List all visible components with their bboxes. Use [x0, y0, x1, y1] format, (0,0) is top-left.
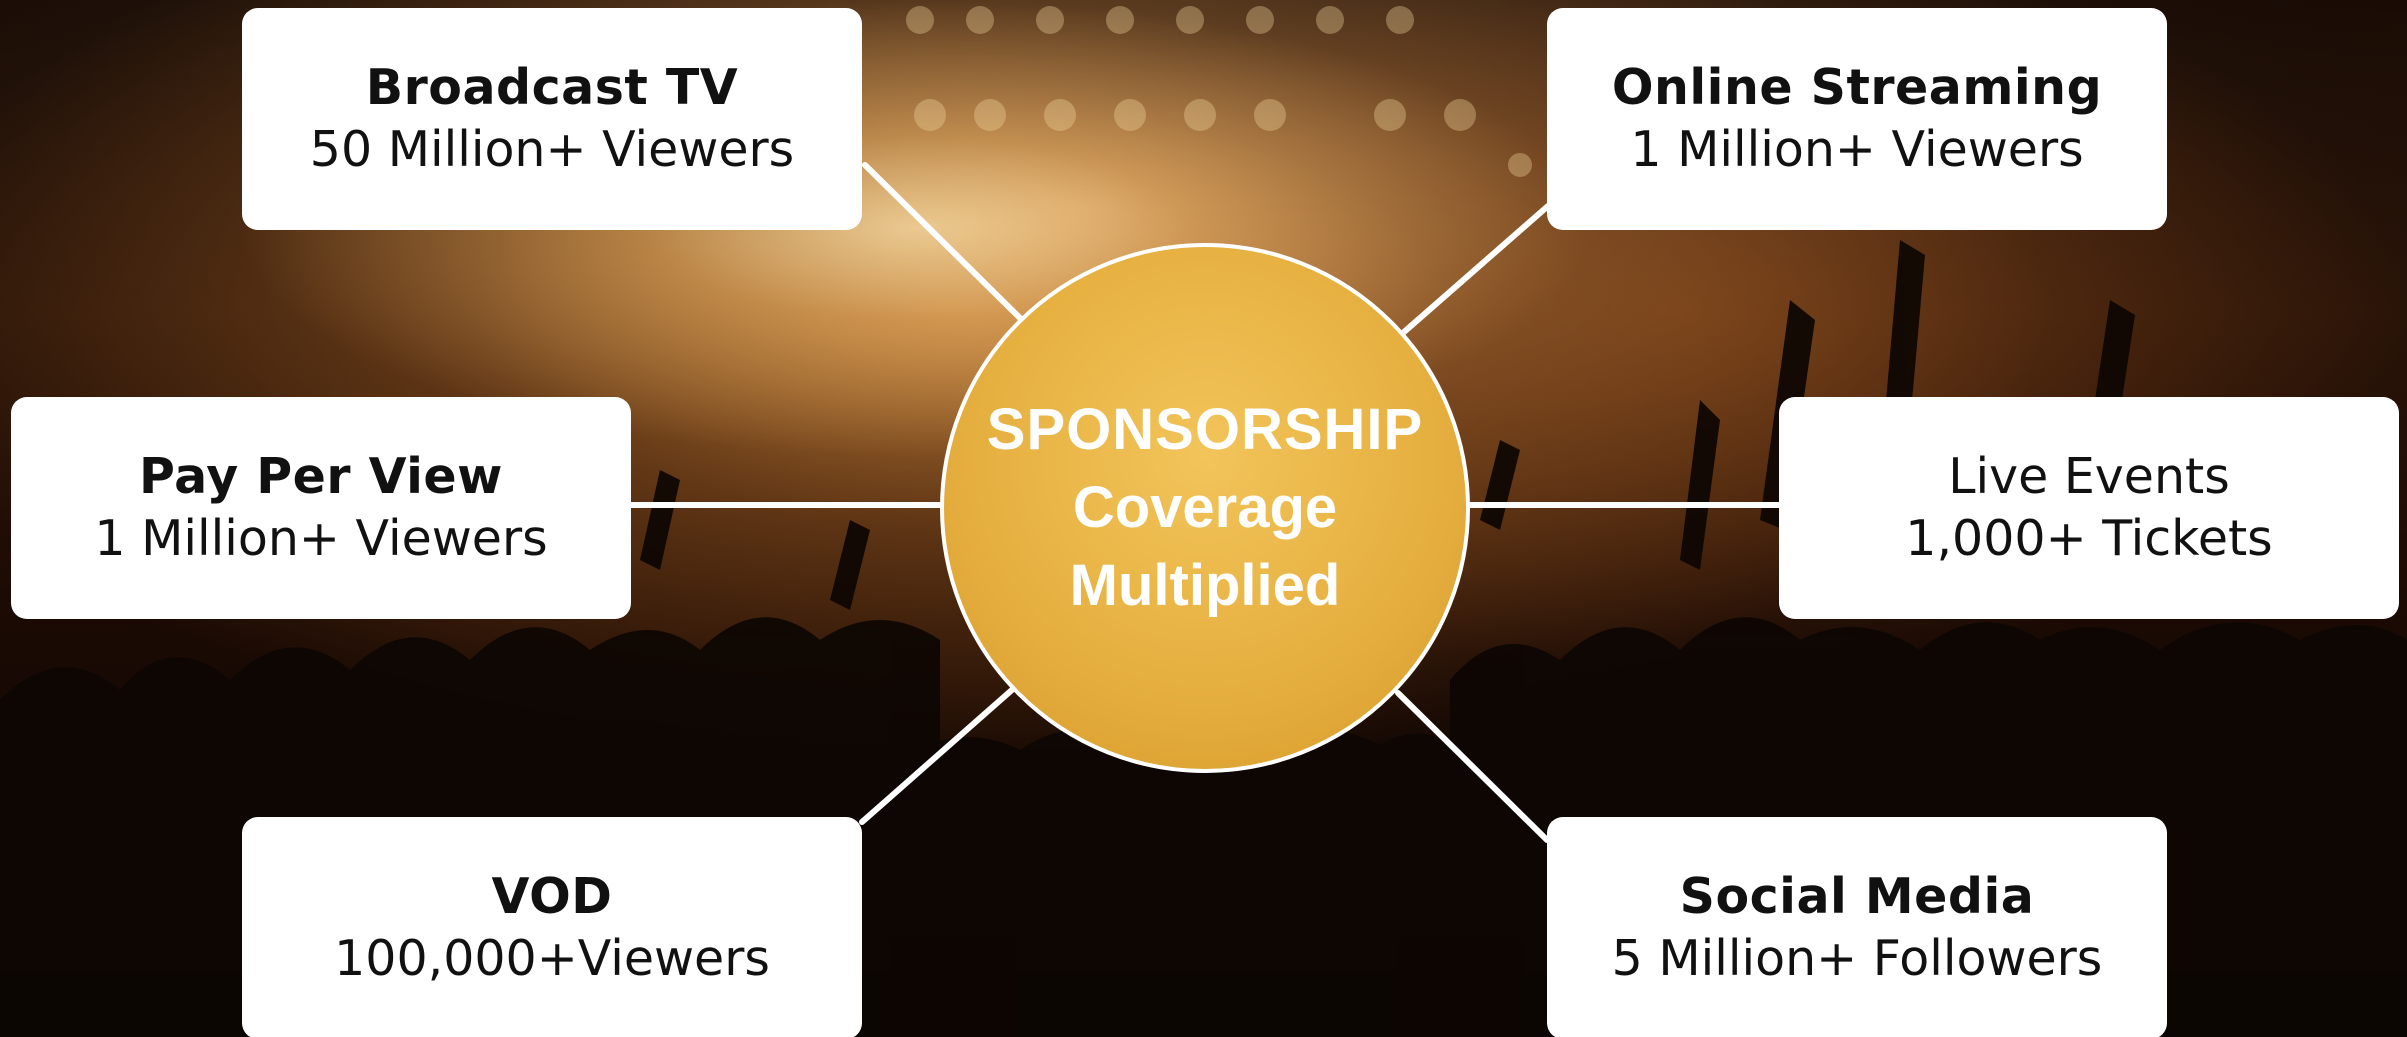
- hub-line-3: Multiplied: [1069, 553, 1341, 618]
- node-title: Broadcast TV: [365, 59, 739, 116]
- node-title: VOD: [491, 868, 613, 925]
- node-vod: VOD 100,000+Viewers: [242, 817, 862, 1037]
- node-pay-per-view: Pay Per View 1 Million+ Viewers: [11, 397, 631, 619]
- hub-line-2: Coverage: [1072, 475, 1338, 540]
- node-live-events: Live Events 1,000+ Tickets: [1779, 397, 2399, 619]
- node-title: Social Media: [1679, 868, 2035, 925]
- node-broadcast-tv: Broadcast TV 50 Million+ Viewers: [242, 8, 862, 230]
- node-subtitle: 1 Million+ Viewers: [94, 510, 548, 567]
- node-subtitle-2: 1,000+ Tickets: [1905, 510, 2273, 567]
- node-online-streaming: Online Streaming 1 Million+ Viewers: [1547, 8, 2167, 230]
- connector-online-streaming: [1401, 203, 1551, 335]
- stage-lights: [906, 6, 1532, 177]
- node-subtitle: 1 Million+ Viewers: [1630, 121, 2084, 178]
- connector-broadcast-tv: [862, 162, 1023, 321]
- connector-vod: [859, 686, 1016, 825]
- node-title: Pay Per View: [139, 448, 503, 505]
- hub-line-1: SPONSORSHIP: [986, 397, 1424, 462]
- sponsorship-hub: SPONSORSHIP Coverage Multiplied: [940, 243, 1470, 773]
- node-subtitle: Live Events: [1948, 448, 2230, 505]
- node-subtitle: 50 Million+ Viewers: [309, 121, 795, 178]
- node-title: Online Streaming: [1611, 59, 2103, 116]
- node-subtitle: 100,000+Viewers: [334, 930, 770, 987]
- node-subtitle: 5 Million+ Followers: [1611, 930, 2103, 987]
- node-social-media: Social Media 5 Million+ Followers: [1547, 817, 2167, 1037]
- connector-social-media: [1395, 690, 1550, 843]
